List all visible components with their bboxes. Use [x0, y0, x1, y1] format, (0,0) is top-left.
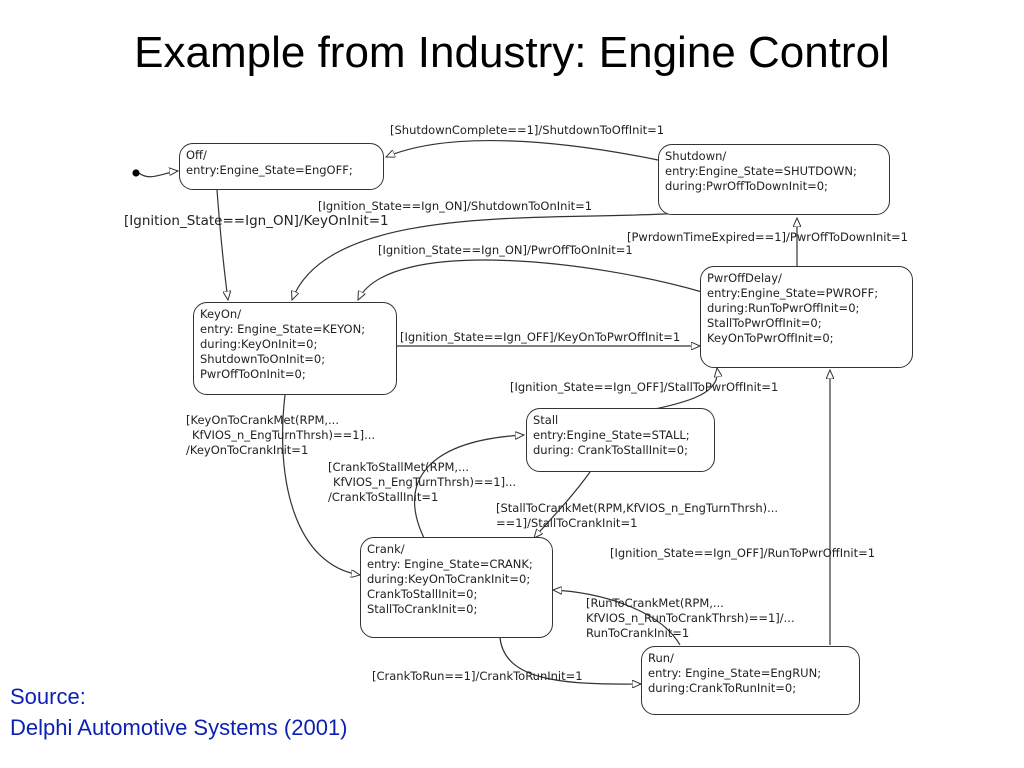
- transition-line: [Ignition_State==Ign_OFF]/RunToPwrOffIni…: [610, 546, 876, 560]
- state-line: KeyOnToPwrOffInit=0;: [707, 331, 834, 345]
- state-crank: Crank/ entry: Engine_State=CRANK; during…: [360, 537, 553, 638]
- transition-label-crank-to-stall: [CrankToStallMet(RPM,... KfVIOS_n_EngTur…: [328, 460, 516, 505]
- state-line: during:PwrOffToDownInit=0;: [665, 179, 828, 193]
- transition-line: [Ignition_State==Ign_ON]/ShutdownToOnIni…: [318, 199, 593, 213]
- slide-title: Example from Industry: Engine Control: [134, 28, 890, 77]
- arrow-shutdown-to-keyon: [292, 212, 681, 300]
- arrow-crank-to-stall: [414, 435, 524, 541]
- transition-label-keyon-to-crank: [KeyOnToCrankMet(RPM,... KfVIOS_n_EngTur…: [186, 413, 375, 458]
- arrow-shutdown-to-off: [386, 139, 659, 161]
- transition-line: [ShutdownComplete==1]/ShutdownToOffInit=…: [390, 123, 665, 137]
- transition-line: [Ignition_State==Ign_OFF]/StallToPwrOffI…: [510, 380, 779, 394]
- transition-line: ==1]/StallToCrankInit=1: [496, 516, 638, 530]
- state-line: during:RunToPwrOffInit=0;: [707, 301, 860, 315]
- state-line: entry:Engine_State=PWROFF;: [707, 286, 879, 300]
- state-line: PwrOffToOnInit=0;: [200, 367, 306, 381]
- transition-label-crank-to-run: [CrankToRun==1]/CrankToRunInit=1: [372, 669, 583, 684]
- arrow-pwroff-to-keyon: [358, 259, 703, 300]
- transition-line: [StallToCrankMet(RPM,KfVIOS_n_EngTurnThr…: [496, 501, 779, 515]
- transition-label-shutdown-to-keyon: [Ignition_State==Ign_ON]/ShutdownToOnIni…: [318, 199, 592, 214]
- source-citation: Source: Delphi Automotive Systems (2001): [10, 682, 348, 744]
- state-keyon: KeyOn/ entry: Engine_State=KEYON; during…: [193, 302, 397, 395]
- state-line: Shutdown/: [665, 149, 727, 163]
- arrow-crank-to-run: [499, 637, 641, 684]
- state-line: ShutdownToOnInit=0;: [200, 352, 326, 366]
- transition-label-run-to-crank: [RunToCrankMet(RPM,... KfVIOS_n_RunToCra…: [586, 596, 795, 641]
- transition-line: [RunToCrankMet(RPM,...: [586, 596, 724, 610]
- transition-line: RunToCrankInit=1: [586, 626, 690, 640]
- state-line: during: CrankToStallInit=0;: [533, 443, 688, 457]
- transition-label-pwroff-to-keyon: [Ignition_State==Ign_ON]/PwrOffToOnInit=…: [378, 243, 633, 258]
- state-line: Off/: [186, 148, 207, 162]
- transition-line: KfVIOS_n_EngTurnThrsh)==1]...: [192, 428, 376, 442]
- arrow-keyon-to-crank: [282, 394, 360, 575]
- state-line: entry: Engine_State=EngRUN;: [648, 666, 822, 680]
- source-label: Source:: [10, 684, 86, 709]
- transition-line: KfVIOS_n_EngTurnThrsh)==1]...: [333, 475, 517, 489]
- state-line: entry:Engine_State=SHUTDOWN;: [665, 164, 857, 178]
- transition-line: /CrankToStallInit=1: [328, 490, 439, 504]
- transition-line: [CrankToStallMet(RPM,...: [328, 460, 470, 474]
- transition-line: [Ignition_State==Ign_OFF]/KeyOnToPwrOffI…: [400, 330, 681, 344]
- state-off: Off/ entry:Engine_State=EngOFF;: [179, 143, 384, 190]
- transition-label-off-to-keyon: [Ignition_State==Ign_ON]/KeyOnInit=1: [124, 214, 389, 229]
- state-line: StallToPwrOffInit=0;: [707, 316, 822, 330]
- state-line: CrankToStallInit=0;: [367, 587, 478, 601]
- transition-line: [Ignition_State==Ign_ON]/PwrOffToOnInit=…: [378, 243, 633, 257]
- state-pwroffdelay: PwrOffDelay/ entry:Engine_State=PWROFF; …: [700, 266, 913, 368]
- state-line: KeyOn/: [200, 307, 242, 321]
- source-text: Delphi Automotive Systems (2001): [10, 714, 348, 740]
- transition-label-stall-to-pwroff: [Ignition_State==Ign_OFF]/StallToPwrOffI…: [510, 380, 778, 395]
- arrow-off-to-keyon: [216, 189, 228, 300]
- arrow-run-to-crank: [553, 590, 681, 646]
- state-line: entry:Engine_State=EngOFF;: [186, 163, 353, 177]
- arrow-stall-to-pwroff: [649, 368, 717, 411]
- state-line: PwrOffDelay/: [707, 271, 782, 285]
- state-line: Crank/: [367, 542, 405, 556]
- transition-label-pwroff-to-shutdown: [PwrdownTimeExpired==1]/PwrOffToDownInit…: [627, 230, 908, 245]
- transition-line: [CrankToRun==1]/CrankToRunInit=1: [372, 669, 583, 683]
- state-line: during:CrankToRunInit=0;: [648, 681, 797, 695]
- initial-state-dot: [132, 169, 140, 177]
- transition-label-run-to-pwroff: [Ignition_State==Ign_OFF]/RunToPwrOffIni…: [610, 546, 875, 561]
- state-line: during:KeyOnInit=0;: [200, 337, 318, 351]
- state-line: entry: Engine_State=CRANK;: [367, 557, 533, 571]
- arrow-stall-to-crank: [534, 471, 591, 538]
- state-line: during:KeyOnToCrankInit=0;: [367, 572, 531, 586]
- state-line: entry: Engine_State=KEYON;: [200, 322, 366, 336]
- state-line: entry:Engine_State=STALL;: [533, 428, 690, 442]
- state-stall: Stall entry:Engine_State=STALL; during: …: [526, 408, 715, 472]
- state-line: Stall: [533, 413, 559, 427]
- transition-line: /KeyOnToCrankInit=1: [186, 443, 309, 457]
- transition-line: [PwrdownTimeExpired==1]/PwrOffToDownInit…: [627, 230, 908, 244]
- state-run: Run/ entry: Engine_State=EngRUN; during:…: [641, 646, 860, 715]
- transition-line: [Ignition_State==Ign_ON]/KeyOnInit=1: [124, 213, 389, 229]
- state-line: Run/: [648, 651, 674, 665]
- transition-label-keyon-to-pwroff: [Ignition_State==Ign_OFF]/KeyOnToPwrOffI…: [400, 330, 680, 345]
- transition-line: [KeyOnToCrankMet(RPM,...: [186, 413, 339, 427]
- arrow-default-to-off: [138, 171, 178, 178]
- transition-line: KfVIOS_n_RunToCrankThrsh)==1]/...: [586, 611, 795, 625]
- state-shutdown: Shutdown/ entry:Engine_State=SHUTDOWN; d…: [658, 144, 890, 215]
- transition-label-shutdown-to-off: [ShutdownComplete==1]/ShutdownToOffInit=…: [390, 123, 664, 138]
- state-line: StallToCrankInit=0;: [367, 602, 478, 616]
- transition-label-stall-to-crank: [StallToCrankMet(RPM,KfVIOS_n_EngTurnThr…: [496, 501, 778, 531]
